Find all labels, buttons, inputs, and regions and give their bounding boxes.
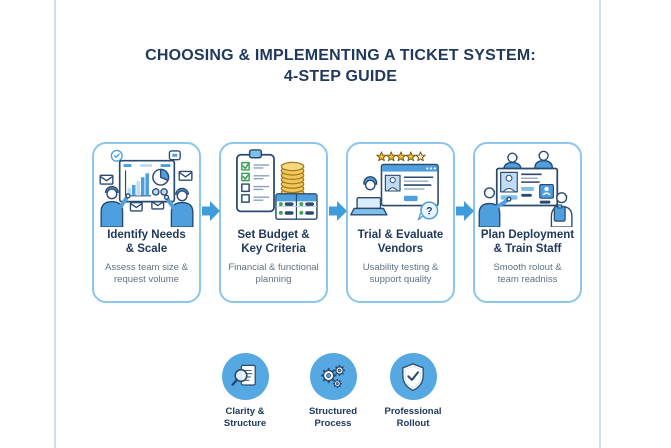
badge-label: Professional Rollout bbox=[384, 406, 442, 429]
step-card-set-budget: Set Budget & Key Criteria Financial & fu… bbox=[219, 142, 328, 303]
step-arrow-icon bbox=[202, 201, 220, 221]
step-arrow-icon bbox=[329, 201, 347, 221]
badge-label: Structured Process bbox=[308, 406, 358, 429]
step-subtitle: Assess team size & request volume bbox=[105, 262, 188, 285]
team-analytics-illustration bbox=[98, 149, 194, 227]
checklist-row-checked bbox=[240, 161, 269, 171]
checklist-row-checked bbox=[240, 172, 269, 182]
step-arrow-icon bbox=[456, 201, 474, 221]
checklist-budget-illustration bbox=[235, 149, 318, 220]
coin-stack-icon bbox=[280, 161, 304, 198]
pricing-table-icon bbox=[274, 193, 318, 220]
shield-check-icon bbox=[402, 362, 424, 391]
badge-label: Clarity & Structure bbox=[223, 406, 267, 429]
envelope-icon bbox=[129, 201, 143, 212]
checklist-row-empty bbox=[240, 183, 269, 193]
svg-text:?: ? bbox=[426, 205, 433, 217]
checklist-row-empty bbox=[240, 194, 269, 203]
star-rating-icon bbox=[375, 151, 426, 162]
step-title: Identify Needs & Scale bbox=[107, 229, 186, 255]
step-card-plan-deployment: Plan Deployment & Train Staff Smooth rol… bbox=[473, 142, 582, 303]
vendor-review-illustration: ? bbox=[349, 151, 439, 221]
step-card-trial-evaluate: ? Trial & Evaluate Vendors Usability tes… bbox=[346, 142, 455, 303]
step-title: Plan Deployment & Train Staff bbox=[480, 229, 575, 255]
step-subtitle: Financial & functional planning bbox=[228, 262, 319, 285]
envelope-icon bbox=[98, 174, 114, 185]
badge-professional-rollout: Professional Rollout bbox=[368, 353, 458, 430]
envelope-icon bbox=[178, 170, 193, 181]
step-title: Set Budget & Key Criteria bbox=[237, 229, 310, 255]
step-title: Trial & Evaluate Vendors bbox=[357, 229, 444, 255]
right-border-line bbox=[599, 0, 601, 448]
page-title-line1: CHOOSING & IMPLEMENTING A TICKET SYSTEM: bbox=[145, 47, 536, 64]
magnifier-document-icon bbox=[231, 364, 256, 386]
badge-clarity-structure: Clarity & Structure bbox=[200, 353, 290, 430]
team-deployment-illustration bbox=[478, 150, 573, 227]
page-title: CHOOSING & IMPLEMENTING A TICKET SYSTEM:… bbox=[68, 45, 613, 87]
step-card-identify-needs: Identify Needs & Scale Assess team size … bbox=[92, 142, 201, 303]
step-subtitle: Usability testing & support quality bbox=[362, 262, 439, 285]
step-subtitle: Smooth rolout & team readniss bbox=[493, 262, 562, 285]
gears-icon bbox=[321, 364, 346, 388]
question-bubble-icon: ? bbox=[417, 201, 438, 221]
badge-structured-process: Structured Process bbox=[288, 353, 378, 430]
page-title-line2: 4-STEP GUIDE bbox=[283, 68, 398, 85]
left-border-line bbox=[54, 0, 56, 448]
